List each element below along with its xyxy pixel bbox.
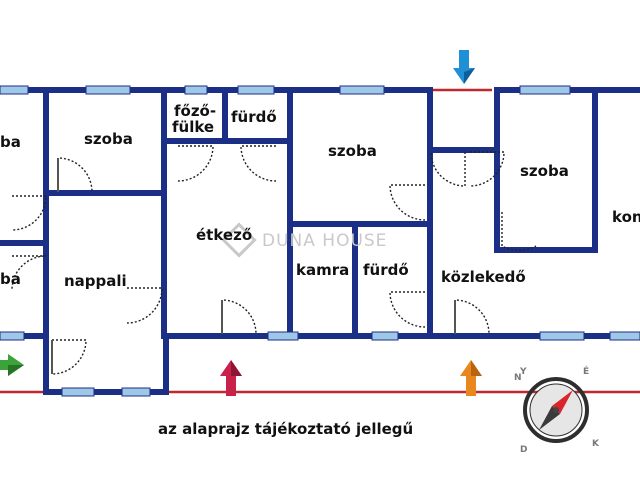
room-label-etkezo: étkező	[196, 226, 252, 244]
room-label-szoba-left-top: ba	[0, 133, 21, 151]
watermark: DUNA HOUSE	[221, 222, 387, 258]
compass-letter-y: Y	[519, 367, 527, 377]
doors	[11, 145, 537, 375]
windows	[0, 85, 640, 397]
room-label-szoba-2: szoba	[328, 142, 377, 160]
compass-icon: N Y É D K	[514, 365, 600, 455]
room-label-szoba-left-bottom: ba	[0, 270, 21, 288]
walls	[0, 87, 640, 395]
orange-up-arrow-icon	[460, 360, 482, 396]
room-label-szoba-1: szoba	[84, 130, 133, 148]
room-label-kon: kon	[612, 208, 640, 226]
room-label-furdo-bottom: fürdő	[363, 261, 409, 279]
room-label-kozlekedo: közlekedő	[441, 268, 526, 286]
room-label-kamra: kamra	[296, 261, 349, 279]
room-labels: ba ba szoba főző- fülke fürdő szoba szob…	[0, 102, 640, 290]
room-label-fozofulke-1: főző-	[174, 102, 216, 120]
room-label-nappali: nappali	[64, 272, 127, 290]
compass-letter-e: É	[583, 365, 589, 377]
compass-letter-d: D	[520, 445, 527, 455]
green-right-arrow-icon	[0, 354, 24, 376]
compass-letter-k: K	[592, 439, 600, 449]
entrance-arrows	[0, 50, 482, 396]
room-label-furdo-top: fürdő	[231, 108, 277, 126]
watermark-text: DUNA HOUSE	[262, 231, 387, 251]
door-leaves	[51, 158, 456, 374]
room-label-fozofulke-2: fülke	[172, 118, 214, 136]
room-label-szoba-3: szoba	[520, 162, 569, 180]
blue-down-arrow-icon	[453, 50, 475, 84]
disclaimer-caption: az alaprajz tájékoztató jellegű	[158, 420, 413, 438]
compass-letter-n: N	[514, 373, 522, 383]
red-up-arrow-icon	[220, 360, 242, 396]
